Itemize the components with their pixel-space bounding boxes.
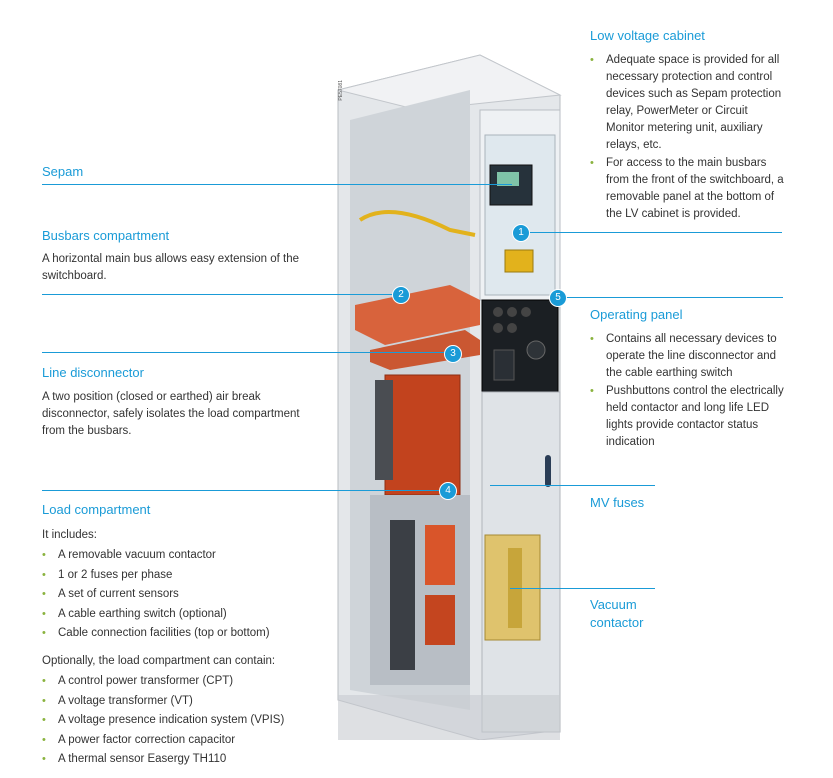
list-item: Contains all necessary devices to operat… [590, 331, 788, 382]
load-compartment-leader-line [42, 490, 447, 491]
lv-cabinet-leader-line [520, 232, 782, 233]
vacuum-contactor-heading-line1: Vacuum [590, 597, 637, 612]
operating-panel-list: Contains all necessary devices to operat… [590, 331, 788, 451]
list-item: A control power transformer (CPT) [42, 672, 332, 692]
lv-cabinet-heading: Low voltage cabinet [590, 28, 705, 43]
line-disconnector-leader-line [42, 352, 452, 353]
badge-5: 5 [549, 289, 567, 307]
busbars-leader-line [42, 294, 400, 295]
list-item: A voltage presence indication system (VP… [42, 711, 332, 731]
busbars-heading: Busbars compartment [42, 228, 170, 243]
mv-fuses-leader-line [490, 485, 655, 486]
list-item: Cable connection facilities (top or bott… [42, 624, 322, 644]
list-item: Adequate space is provided for all neces… [590, 52, 788, 154]
list-item: For access to the main busbars from the … [590, 155, 788, 223]
load-compartment-optional-list: A control power transformer (CPT) A volt… [42, 672, 332, 770]
load-compartment-list: A removable vacuum contactor 1 or 2 fuse… [42, 546, 322, 644]
badge-4: 4 [439, 482, 457, 500]
list-item: A thermal sensor Easergy TH110 [42, 750, 332, 770]
vacuum-contactor-heading-line2: contactor [590, 615, 644, 630]
illustration-reference: PE57081 [338, 80, 344, 101]
operating-panel-leader-line [558, 297, 783, 298]
list-item: Pushbuttons control the electrically hel… [590, 383, 788, 451]
line-disconnector-heading: Line disconnector [42, 365, 144, 380]
list-item: A set of current sensors [42, 585, 322, 605]
busbars-text: A horizontal main bus allows easy extens… [42, 253, 299, 282]
line-disconnector-text: A two position (closed or earthed) air b… [42, 391, 300, 437]
sepam-heading: Sepam [42, 164, 84, 179]
operating-panel-heading: Operating panel [590, 307, 683, 322]
badge-1: 1 [512, 224, 530, 242]
sepam-leader-line [42, 184, 512, 185]
load-compartment-heading: Load compartment [42, 502, 151, 517]
badge-2: 2 [392, 286, 410, 304]
list-item: A removable vacuum contactor [42, 546, 322, 566]
lv-cabinet-list: Adequate space is provided for all neces… [590, 52, 788, 223]
switchgear-cabinet-illustration [337, 54, 562, 740]
load-compartment-intro: It includes: [42, 529, 97, 541]
badge-3: 3 [444, 345, 462, 363]
list-item: 1 or 2 fuses per phase [42, 566, 322, 586]
vacuum-contactor-leader-line [510, 588, 655, 589]
list-item: A power factor correction capacitor [42, 731, 332, 751]
mv-fuses-heading: MV fuses [590, 495, 645, 510]
list-item: A voltage transformer (VT) [42, 692, 332, 712]
list-item: A cable earthing switch (optional) [42, 605, 322, 625]
load-compartment-optional-intro: Optionally, the load compartment can con… [42, 655, 276, 667]
